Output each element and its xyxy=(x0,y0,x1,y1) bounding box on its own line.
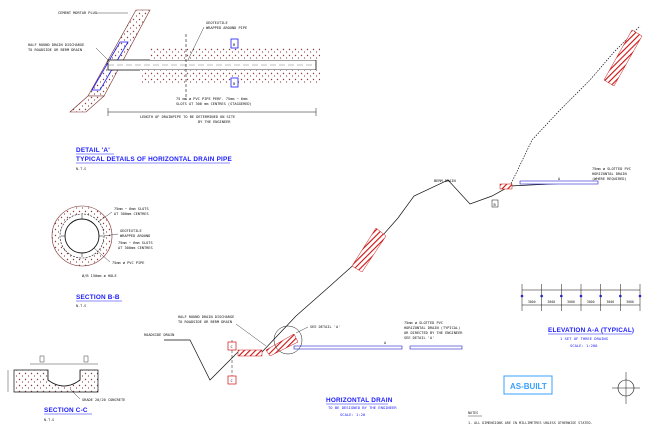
elevation-a-a: 3000 3000 3000 3000 3000 3000 ELEVATION A-A (… xyxy=(520,284,642,348)
horizontal-drain-pvc-top-label-2: HORIZONTAL DRAIN xyxy=(592,172,627,176)
crosshair-icon xyxy=(612,372,640,404)
elevation-drain-point xyxy=(579,294,583,298)
detail-a-pipe-label-2: SLOTS AT 300 mm CENTRES (STAGGERED) xyxy=(176,102,252,106)
elevation-a-a-ticks xyxy=(520,284,642,311)
elevation-drain-point xyxy=(619,294,622,298)
horizontal-drain-scale: SCALE: 1:20 xyxy=(340,412,366,417)
section-c-c-scale: N.T.S xyxy=(44,418,54,422)
horizontal-drain-b-label: B xyxy=(494,203,496,207)
detail-a-half-round-label: HALF ROUND DRAIN DISCHARGE xyxy=(28,43,84,47)
as-built-label: AS-BUILT xyxy=(510,382,547,391)
detail-a-soil-lower xyxy=(69,95,105,113)
section-c-c-channel xyxy=(47,370,81,387)
section-b-b-slots-label: 75mm ~ 6mm SLOTS xyxy=(114,207,149,211)
horizontal-drain-subtitle: TO BE DESIGNED BY THE ENGINEER xyxy=(328,405,397,410)
elevation-drain-point xyxy=(520,294,524,298)
horizontal-drain-a-label-lower: A xyxy=(384,341,387,345)
section-c-c: GRADE 20/20 CONCRETE SECTION C-C N.T.S xyxy=(7,355,125,422)
horizontal-drain-a-label-upper: A xyxy=(558,177,561,181)
horizontal-drain-berm-label: BERM DRAIN xyxy=(434,179,456,183)
horizontal-drain-detail-circle xyxy=(273,325,303,355)
detail-a-length-label: LENGTH OF DRAINPIPE TO BE DETERMINED ON … xyxy=(140,115,235,119)
notes: NOTES 1. ALL DIMENSIONS ARE IN MILLIMETR… xyxy=(468,411,593,425)
section-b-b-pipe xyxy=(64,218,100,254)
as-built-stamp: AS-BUILT xyxy=(503,375,553,395)
horizontal-drain-half-round-label-2: TO ROADSIDE OR BERM DRAIN xyxy=(178,320,232,324)
notes-item-1: 1. ALL DIMENSIONS ARE IN MILLIMETRES UNL… xyxy=(468,421,593,425)
section-b-b-geo-label: GEOTEXTILE xyxy=(120,229,142,233)
detail-a-soil-bottom xyxy=(140,70,320,84)
horizontal-drain-pvc-label-3: OR DIRECTED BY THE ENGINEER xyxy=(404,331,463,335)
section-b-b: 75mm ~ 6mm SLOTS AT 300mm CENTRES GEOTEX… xyxy=(51,205,153,308)
elevation-bay-label: 3000 xyxy=(607,300,615,304)
horizontal-drain-pipe-lower xyxy=(293,345,403,350)
section-b-b-slots-label-2: AT 300mm CENTRES xyxy=(114,212,149,216)
detail-a-subtitle: TYPICAL DETAILS OF HORIZONTAL DRAIN PIPE xyxy=(76,156,232,163)
horizontal-drain-title: HORIZONTAL DRAIN xyxy=(326,397,393,404)
horizontal-drain-see-detail-label: SEE DETAIL 'A' xyxy=(310,325,340,329)
horizontal-drain-pvc-label-4: SEE DETAIL 'A' xyxy=(404,336,434,340)
section-b-b-pvc-label: 75mm ø PVC PIPE xyxy=(112,261,144,265)
section-b-b-scale: N.T.S xyxy=(76,304,86,308)
horizontal-drain-hatch-roadside xyxy=(237,349,263,357)
horizontal-drain-hatch-lower xyxy=(265,333,299,357)
detail-a-half-round-label-2: TO ROADSIDE OR BERM DRAIN xyxy=(28,48,82,52)
elevation-bay-label: 3000 xyxy=(528,300,536,304)
horizontal-drain-roadside-label: ROADSIDE DRAIN xyxy=(144,333,174,337)
section-b-b-slots-b-label: 75mm ~ 6mm SLOTS xyxy=(118,241,153,245)
section-c-c-title: SECTION C-C xyxy=(44,407,88,414)
elevation-a-a-scale: SCALE: 1:200 xyxy=(570,343,598,348)
detail-a-title: DETAIL 'A' xyxy=(76,147,110,154)
detail-a-b-label-bottom: B xyxy=(233,82,235,86)
detail-a: B B CEMENT MORTAR PLUG HALF ROUND DRAIN … xyxy=(28,9,320,171)
detail-a-b-marker-top xyxy=(230,38,239,49)
detail-a-pipe-label: 75 mm ø PVC PIPE PERF. 75mm ~ 6mm xyxy=(176,97,247,101)
detail-a-drain xyxy=(91,41,129,91)
section-b-b-geo-label-2: WRAPPED AROUND xyxy=(120,234,150,238)
detail-a-cement-mortar-label: CEMENT MORTAR PLUG xyxy=(58,11,97,15)
elevation-a-a-subtitle: 1 SET OF THREE DRAINS xyxy=(560,336,609,341)
elevation-a-a-bays: 3000 3000 3000 3000 3000 3000 xyxy=(528,300,634,304)
horizontal-drain: C C B A A BERM DRAIN ROADSIDE DRAIN HALF… xyxy=(144,25,643,417)
elevation-a-a-title: ELEVATION A-A (TYPICAL) xyxy=(548,327,634,334)
section-b-b-slots-b-label-2: AT 300mm CENTRES xyxy=(118,246,153,250)
detail-a-b-marker-bottom xyxy=(230,77,239,88)
detail-a-soil-top xyxy=(150,48,320,60)
detail-a-geotextile-label: GEOTEXTILE xyxy=(206,21,228,25)
notes-title: NOTES xyxy=(468,411,478,415)
horizontal-drain-pvc-top-label: 75mm ø SLOTTED PVC xyxy=(592,167,631,171)
elevation-drain-point xyxy=(599,294,602,298)
detail-a-b-label-top: B xyxy=(233,43,235,47)
elevation-drain-point xyxy=(638,294,642,298)
horizontal-drain-hatch-middle xyxy=(351,227,387,273)
elevation-bay-label: 3000 xyxy=(626,300,634,304)
elevation-bay-label: 3000 xyxy=(548,300,556,304)
horizontal-drain-pvc-top-label-3: (WHERE REQUIRED) xyxy=(592,177,627,181)
elevation-bay-label: 3000 xyxy=(567,300,575,304)
elevation-drain-point xyxy=(540,294,543,298)
section-b-b-title: SECTION B-B xyxy=(76,294,120,301)
horizontal-drain-pipe-lower-ext xyxy=(409,345,463,350)
detail-a-scale: N.T.S xyxy=(76,167,86,171)
section-c-c-concrete-label: GRADE 20/20 CONCRETE xyxy=(82,398,125,402)
horizontal-drain-pvc-label: 75mm ø SLOTTED PVC xyxy=(404,321,443,325)
elevation-drain-point xyxy=(560,294,563,298)
horizontal-drain-pipe-upper xyxy=(519,180,599,185)
elevation-bay-label: 3000 xyxy=(587,300,595,304)
detail-a-length-label-2: BY THE ENGINEER xyxy=(198,120,231,124)
detail-a-geotextile-label-2: WRAPPED AROUND PIPE xyxy=(206,26,247,30)
horizontal-drain-c-label-top: C xyxy=(231,345,233,349)
horizontal-drain-pvc-label-2: HORIZONTAL DRAIN (TYPICAL) xyxy=(404,326,460,330)
section-b-b-bore-label: Ø/B 150mm ø HOLE xyxy=(82,273,117,278)
horizontal-drain-hatch-upper xyxy=(603,29,643,87)
horizontal-drain-upper-slope xyxy=(509,25,641,187)
horizontal-drain-hatch-berm xyxy=(499,183,513,190)
horizontal-drain-half-round-label: HALF ROUND DRAIN DISCHARGE xyxy=(178,315,234,319)
horizontal-drain-c-label-bottom: C xyxy=(231,379,233,383)
